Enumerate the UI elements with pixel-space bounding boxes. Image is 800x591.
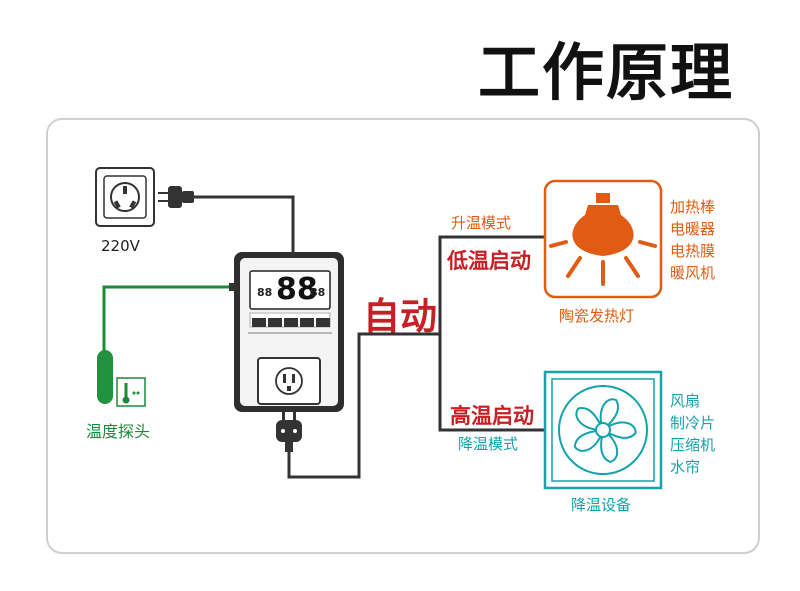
heating-examples: 加热棒 电暖器 电热膜 暖风机: [670, 196, 715, 284]
power-plug-icon: [158, 186, 194, 208]
cooling-example: 水帘: [670, 458, 701, 476]
high-temp-start-label: 高温启动: [450, 403, 534, 428]
fan-icon: [543, 370, 663, 490]
output-plug-icon: [276, 412, 302, 452]
diagram-frame: [46, 118, 760, 554]
low-temp-start-label: 低温启动: [447, 248, 531, 273]
heating-example: 加热棒: [670, 198, 716, 216]
display-main-digits: 88: [276, 272, 318, 307]
cooling-example: 制冷片: [670, 414, 716, 432]
heating-example: 暖风机: [670, 264, 716, 282]
cooling-examples: 风扇 制冷片 压缩机 水帘: [670, 390, 715, 478]
page-title: 工作原理: [478, 36, 735, 109]
thermometer-icon: [116, 377, 146, 407]
cooling-branch: [438, 334, 545, 432]
heating-example: 电暖器: [670, 220, 716, 238]
voltage-label: 220V: [101, 237, 140, 255]
thermostat-controller: [234, 252, 344, 412]
cooling-example: 风扇: [670, 392, 701, 410]
probe-label: 温度探头: [86, 422, 151, 441]
heating-branch: [438, 235, 545, 334]
heating-device-label: 陶瓷发热灯: [559, 307, 635, 325]
heating-mode-label: 升温模式: [451, 214, 512, 232]
probe-jack: [229, 283, 236, 291]
temperature-probe: [97, 350, 113, 404]
cooling-example: 压缩机: [670, 436, 716, 454]
cooling-mode-label: 降温模式: [458, 435, 519, 453]
wall-socket-icon: [95, 167, 155, 227]
probe-cable: [102, 285, 229, 352]
output-cord: [287, 332, 440, 479]
ceramic-lamp-icon: [543, 179, 663, 299]
power-cord: [194, 195, 295, 254]
display-right-digits: 88: [310, 286, 326, 299]
display-left-digits: 88: [257, 286, 273, 299]
heating-example: 电热膜: [670, 242, 716, 260]
cooling-device-label: 降温设备: [571, 496, 632, 514]
auto-label: 自动: [363, 294, 437, 338]
